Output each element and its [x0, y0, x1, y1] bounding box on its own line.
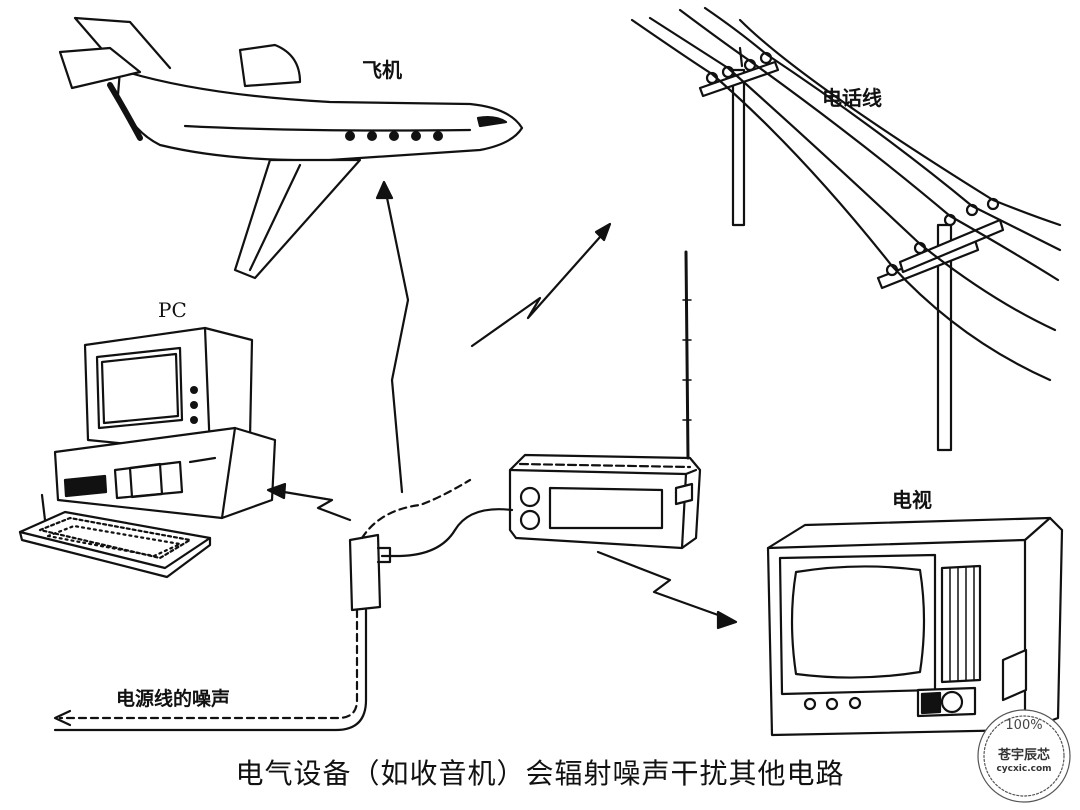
- telephone-line-label: 电话线: [822, 86, 882, 110]
- watermark: 100% 苍宇辰芯 cycxic.com: [976, 708, 1072, 804]
- pc-label: PC: [158, 298, 187, 322]
- tv-illustration: [766, 516, 1064, 737]
- telephone-line-illustration: [630, 6, 1062, 452]
- airplane-illustration: [58, 16, 524, 280]
- watermark-url: cycxic.com: [996, 764, 1052, 774]
- watermark-seal: [977, 709, 1071, 803]
- power-outlet-illustration: [53, 478, 472, 732]
- noise-arrows: [266, 180, 738, 630]
- tv-label: 电视: [892, 488, 932, 512]
- radio-illustration: [380, 250, 702, 558]
- airplane-label: 飞机: [362, 58, 402, 82]
- watermark-percent: 100%: [1005, 718, 1043, 733]
- pc-illustration: [18, 326, 277, 579]
- watermark-name: 苍宇辰芯: [997, 748, 1050, 763]
- figure-caption: 电气设备（如收音机）会辐射噪声干扰其他电路: [235, 757, 845, 790]
- power-line-noise-label: 电源线的噪声: [116, 688, 231, 710]
